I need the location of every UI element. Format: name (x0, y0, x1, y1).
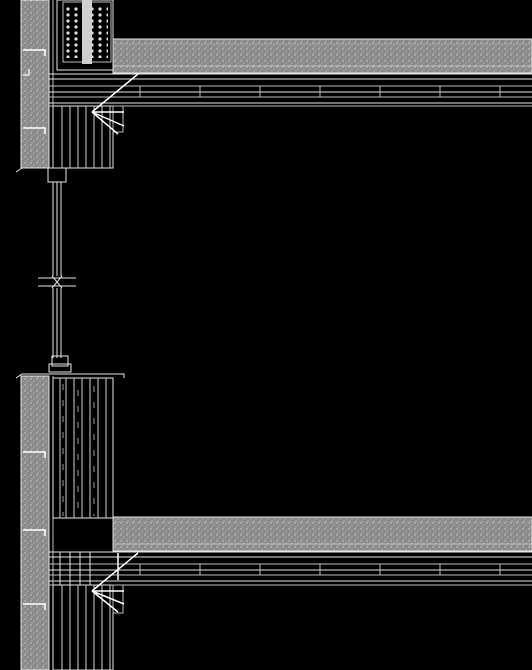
anchor-callout-lower (91, 552, 139, 613)
lower-beam-block (52, 377, 114, 519)
upper-beam-block (56, 0, 114, 71)
lower-floor-slab (49, 516, 532, 586)
anchor-callout-upper (91, 73, 139, 135)
window-mullion (38, 167, 76, 373)
upper-floor-slab (49, 38, 532, 107)
wall-column-lower (15, 373, 125, 670)
wall-column-upper (15, 0, 54, 173)
upper-beam-lower (52, 105, 124, 169)
lower-beam-bottom (52, 584, 124, 670)
